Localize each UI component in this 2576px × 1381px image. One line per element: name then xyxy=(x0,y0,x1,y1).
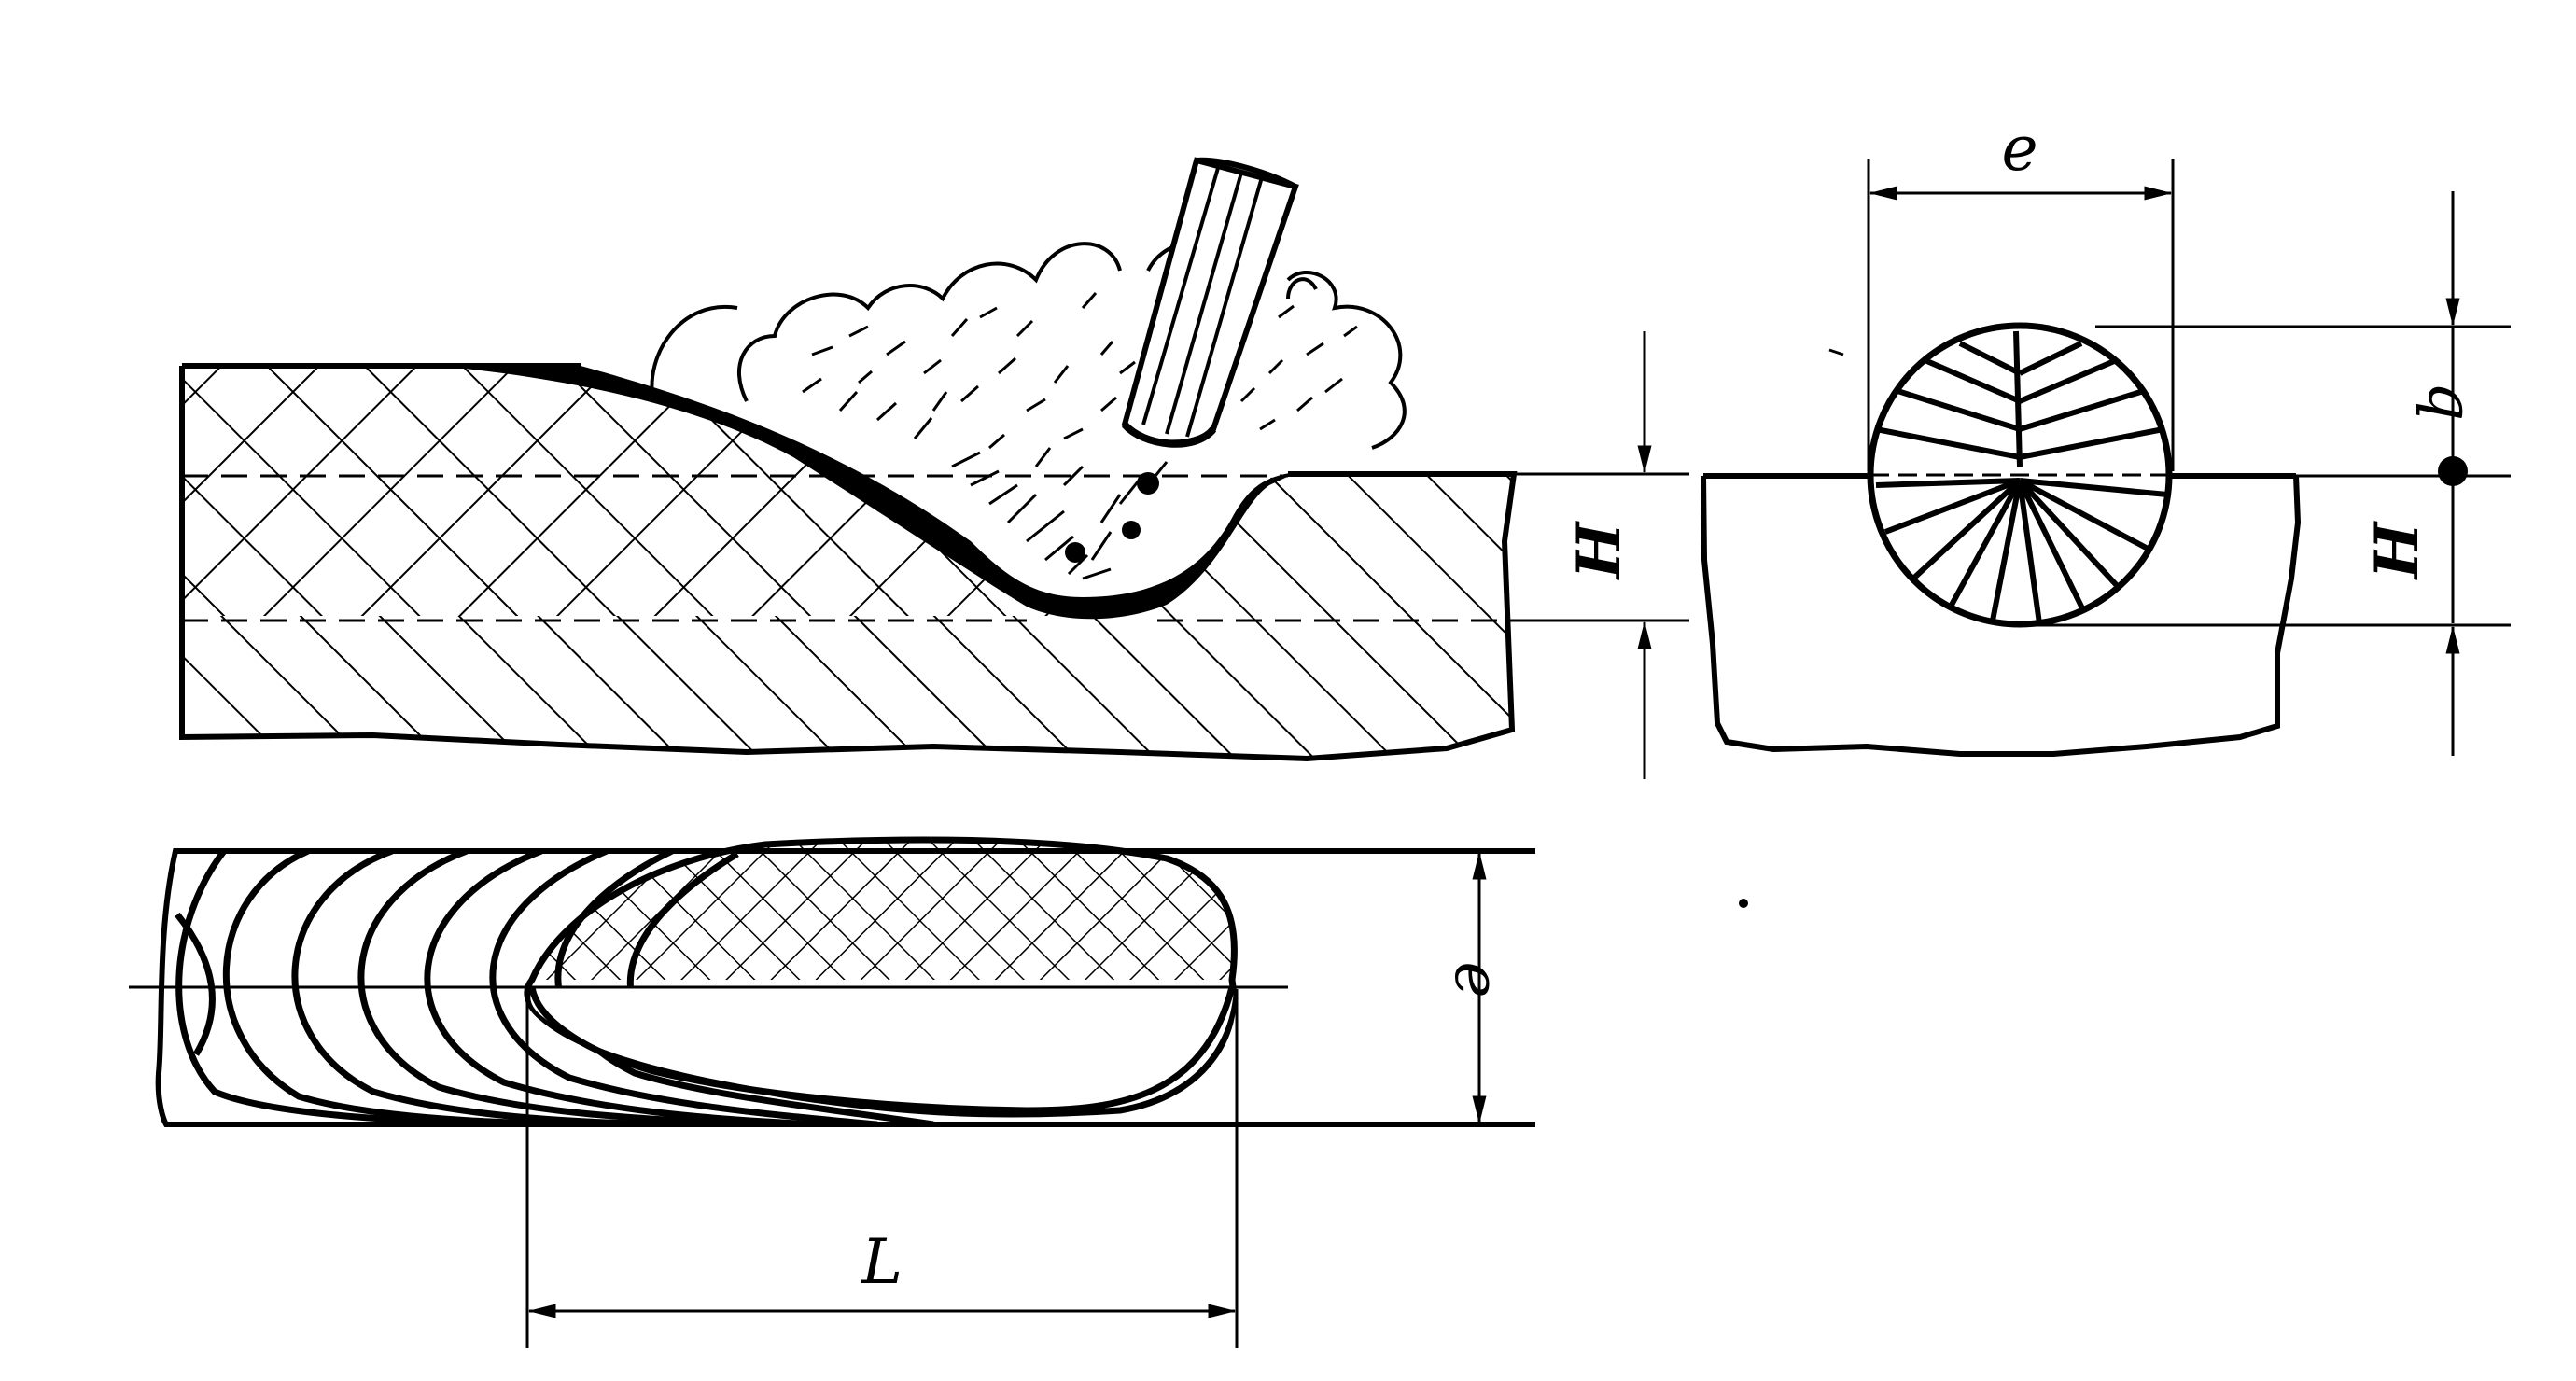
molten-pool-outline xyxy=(524,836,1238,1118)
molten-pool-center xyxy=(530,987,1234,1110)
bead-grain-lines xyxy=(1875,330,2168,624)
cross-section: e q H xyxy=(1701,113,2511,757)
plate-outline xyxy=(179,366,1518,762)
plan-width-label: e xyxy=(1441,961,1513,997)
section-width-label: e xyxy=(2001,113,2037,185)
slag-layer xyxy=(439,366,1297,620)
section-surface-dot xyxy=(2438,456,2468,486)
plan-view: e L xyxy=(129,836,1535,1348)
electrode xyxy=(1121,157,1299,448)
metal-droplet xyxy=(1065,542,1085,563)
plan-length-label: L xyxy=(861,1226,903,1298)
stray-dot xyxy=(1739,899,1748,908)
gas-cloud xyxy=(650,239,1407,450)
metal-droplet xyxy=(1137,472,1159,495)
section-depth-label: H xyxy=(2362,520,2432,580)
section-reinforcement-label: q xyxy=(2415,382,2486,421)
plan-plate-outline xyxy=(155,848,1535,1127)
section-plate-outline xyxy=(1701,475,2302,757)
metal-droplet xyxy=(1122,521,1141,539)
arc-spray xyxy=(951,447,1169,580)
side-depth-label: H xyxy=(1564,520,1634,580)
side-section: H xyxy=(179,157,1689,779)
gas-cloud-dashes xyxy=(802,292,1358,450)
